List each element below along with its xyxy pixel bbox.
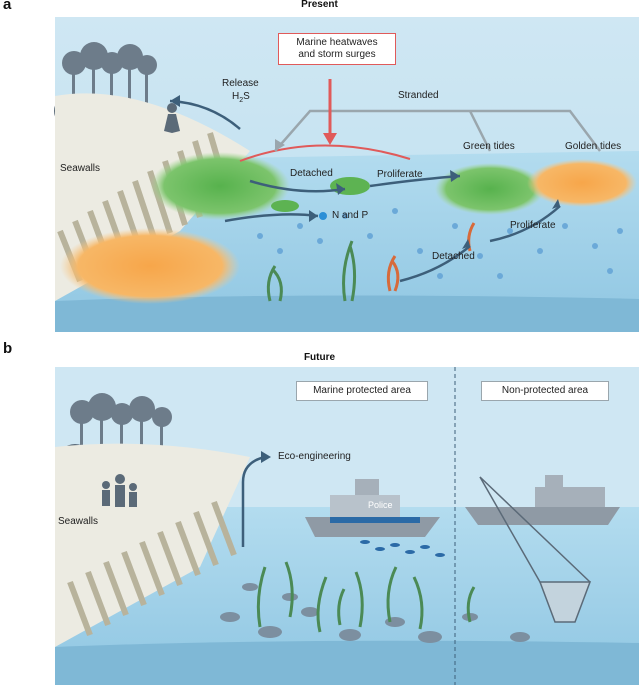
seawalls-label-a: Seawalls <box>60 163 101 174</box>
h2s-label: H2S <box>232 91 250 104</box>
runner-figure <box>164 103 180 133</box>
green-tides-label: Green tides <box>463 141 515 152</box>
h2s-h: H <box>232 91 240 102</box>
seawalls-label-b: Seawalls <box>58 516 99 527</box>
eco-engineering-label: Eco-engineering <box>278 451 351 462</box>
trawl-net <box>479 476 592 623</box>
mpa-label-box: Marine protected area <box>296 381 428 401</box>
proliferate-arrow-2 <box>489 205 561 243</box>
red-seaweed <box>386 222 476 292</box>
panel-b-letter: b <box>3 340 13 357</box>
golden-tides-label: Golden tides <box>565 141 622 152</box>
green-mat-wall <box>150 152 290 220</box>
detached-label-2: Detached <box>432 251 475 262</box>
seabed <box>55 295 639 332</box>
green-tide-mat <box>435 163 545 215</box>
panel-a-title: Present <box>301 0 338 10</box>
green-fragment-2 <box>271 200 299 212</box>
police-boat-label: Police <box>368 500 393 510</box>
h2s-s: S <box>243 91 250 102</box>
nutrient-bubbles <box>257 208 623 279</box>
police-boat <box>305 479 440 537</box>
fish-school <box>360 540 445 557</box>
seabed-weeds <box>266 240 357 302</box>
detached-arrow-2 <box>399 245 471 283</box>
seawall-ribs-b <box>67 500 237 637</box>
heatwave-line-2: and storm surges <box>298 49 376 60</box>
heatwave-label-box: Marine heatwaves and storm surges <box>278 33 396 65</box>
golden-mat-wall <box>60 228 240 304</box>
family-figures <box>102 474 137 507</box>
n-and-p-label: N and P <box>332 210 369 221</box>
heatwave-line-1: Marine heatwaves <box>296 37 378 48</box>
proliferate-label-2: Proliferate <box>510 220 556 231</box>
surge-crest <box>239 144 411 162</box>
fishing-vessel <box>465 475 620 525</box>
non-protected-label-box: Non-protected area <box>481 381 609 401</box>
panel-b-illustration <box>55 367 639 685</box>
h2s-sub: 2 <box>239 97 244 104</box>
stranded-label: Stranded <box>398 90 439 101</box>
stranded-arrow <box>274 109 601 152</box>
n-and-p-dot <box>319 212 327 220</box>
detached-arrow-1 <box>249 179 346 193</box>
proliferate-label-1: Proliferate <box>377 169 423 180</box>
panel-a-illustration <box>54 17 639 332</box>
panel-a-letter: a <box>3 0 12 13</box>
detached-label-1: Detached <box>290 168 333 179</box>
green-fragment <box>330 177 370 195</box>
seabed-rocks <box>220 583 530 643</box>
restored-seaweeds <box>256 561 476 633</box>
panel-b-title: Future <box>303 352 336 363</box>
release-label: Release <box>222 78 259 89</box>
eco-engineering-arrow <box>241 455 266 547</box>
golden-tide-mat <box>527 159 637 207</box>
seabed-b <box>55 640 639 685</box>
